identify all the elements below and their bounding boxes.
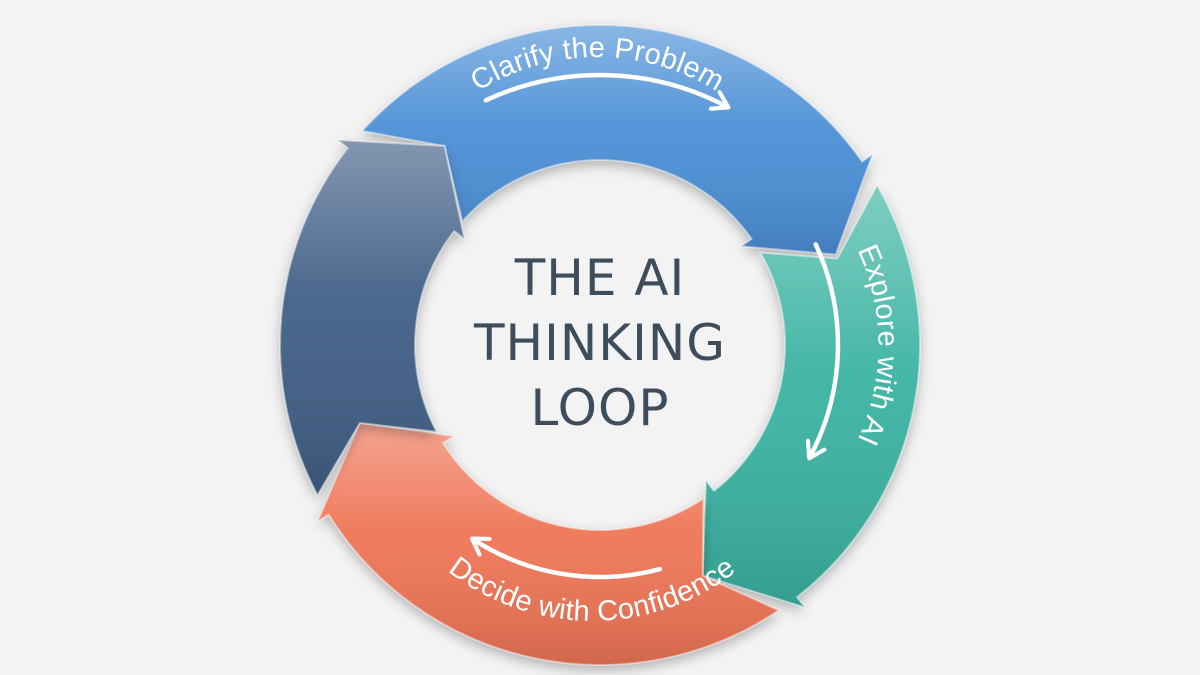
center-title: THE AI THINKING LOOP (473, 249, 726, 437)
segment-clarify-highlight (360, 24, 875, 256)
arrow-clarify (483, 72, 727, 107)
segment-review-highlight (279, 138, 467, 498)
arrow-explore (810, 242, 841, 456)
segment-explore (701, 182, 921, 610)
arrow-decide (474, 540, 663, 580)
direction-arrows (474, 72, 841, 580)
loop-segments (279, 24, 921, 667)
segment-explore-highlight (701, 182, 921, 610)
center-title-line-1: THE AI (514, 249, 686, 307)
segment-clarify (360, 24, 875, 256)
segment-decide-highlight (315, 421, 781, 667)
segment-decide (315, 421, 781, 667)
center-title-line-3: LOOP (531, 379, 670, 437)
segment-review (279, 138, 467, 498)
center-title-line-2: THINKING (473, 314, 726, 372)
